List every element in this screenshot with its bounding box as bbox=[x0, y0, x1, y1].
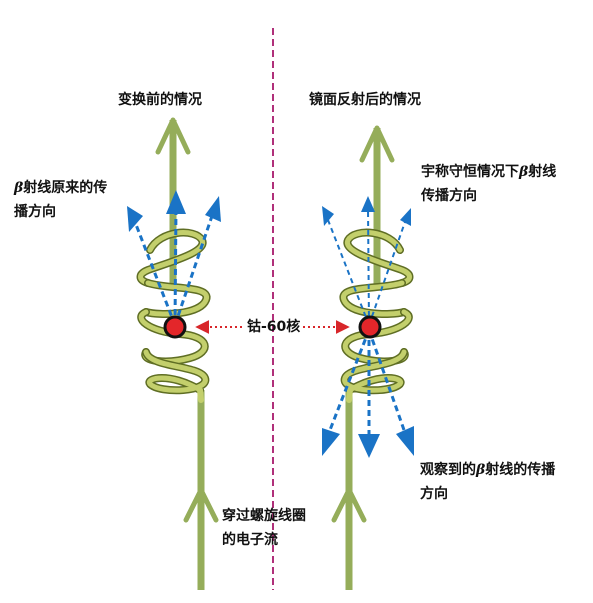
right-beta-down-head-c bbox=[396, 426, 414, 456]
beta-symbol: β bbox=[14, 180, 24, 196]
right-beta-down-c bbox=[367, 329, 406, 431]
right-wire-arrowhead-bottom bbox=[331, 487, 367, 523]
right-beta-bottom-line2: 方向 bbox=[420, 486, 448, 502]
left-wire-arrowhead-bottom bbox=[183, 487, 219, 523]
right-beta-top-suffix: 射线 bbox=[528, 164, 557, 180]
right-beta-bottom-text: 观察到的 bbox=[420, 462, 476, 478]
right-beta-top-line1: 宇称守恒情况下β射线 bbox=[421, 160, 556, 184]
left-beta-label: β射线原来的传 播方向 bbox=[14, 176, 107, 224]
right-nucleus bbox=[358, 315, 382, 339]
left-apparatus bbox=[127, 117, 221, 590]
current-label-line2: 的电子流 bbox=[222, 532, 278, 548]
left-beta-arrow-a bbox=[133, 221, 177, 326]
current-label-line1: 穿过螺旋线圈 bbox=[222, 508, 306, 524]
right-wire-arrowhead-top bbox=[359, 125, 395, 163]
right-beta-arrows-up bbox=[327, 207, 406, 326]
left-beta-label-text: 射线原来的传 bbox=[23, 180, 108, 196]
left-beta-head-c bbox=[205, 196, 221, 222]
right-coil bbox=[339, 228, 414, 403]
right-beta-down-a bbox=[328, 329, 371, 431]
right-beta-bottom-suffix: 射线的传播 bbox=[485, 462, 556, 478]
current-label: 穿过螺旋线圈 的电子流 bbox=[222, 504, 306, 552]
left-nucleus bbox=[163, 315, 187, 339]
right-beta-top-label: 宇称守恒情况下β射线 传播方向 bbox=[421, 160, 556, 208]
right-beta-top-text: 宇称守恒情况下 bbox=[421, 164, 519, 180]
right-beta-up-c bbox=[368, 221, 406, 326]
right-apparatus bbox=[322, 125, 414, 590]
right-beta-down-head-b bbox=[358, 434, 380, 458]
right-beta-up-head-b bbox=[361, 196, 375, 212]
right-beta-bottom-line1: 观察到的β射线的传播 bbox=[420, 458, 555, 482]
right-beta-up-head-a bbox=[322, 206, 334, 226]
left-beta-label-line1: β射线原来的传 bbox=[14, 176, 107, 200]
right-title: 镜面反射后的情况 bbox=[309, 92, 421, 108]
left-beta-head-a bbox=[127, 206, 143, 232]
left-beta-label-line2: 播方向 bbox=[14, 204, 56, 220]
right-beta-top-line2: 传播方向 bbox=[421, 188, 477, 204]
left-title: 变换前的情况 bbox=[118, 92, 202, 108]
nucleus-label: 钴-60核 bbox=[247, 319, 301, 335]
right-beta-bottom-label: 观察到的β射线的传播 方向 bbox=[420, 458, 555, 506]
left-beta-arrows bbox=[133, 205, 215, 326]
right-beta-down-head-a bbox=[322, 428, 340, 456]
right-beta-up-head-c bbox=[400, 208, 411, 226]
left-beta-head-b bbox=[166, 190, 186, 214]
beta-symbol: β bbox=[519, 164, 529, 180]
right-beta-up-a bbox=[327, 219, 370, 326]
left-wire-arrowhead-top bbox=[155, 117, 191, 155]
right-beta-up-b bbox=[367, 207, 370, 326]
beta-symbol: β bbox=[476, 462, 486, 478]
right-beta-arrows-down bbox=[328, 329, 406, 440]
